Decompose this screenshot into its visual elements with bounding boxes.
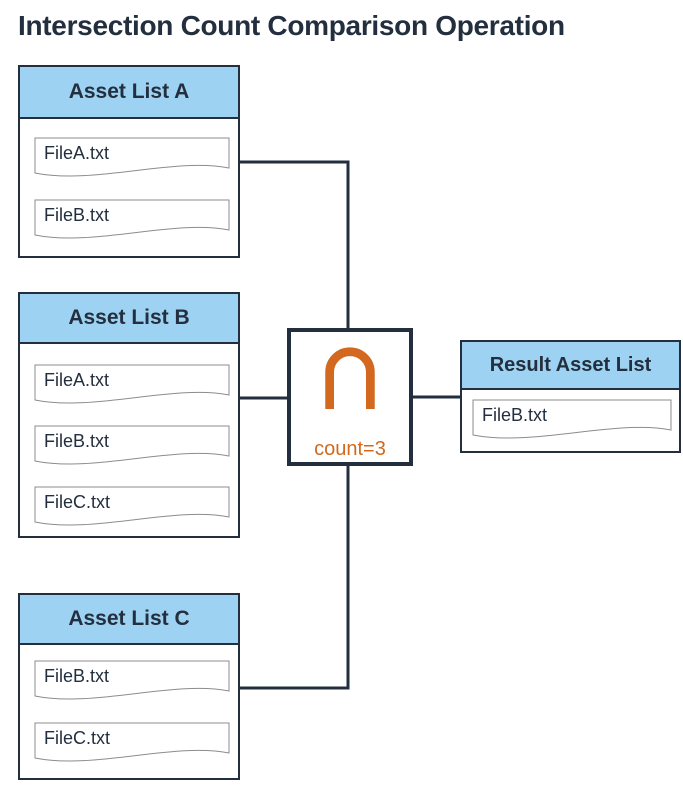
asset-list-b-title: Asset List B — [68, 306, 190, 329]
result-asset-list-body: FileB.txt — [462, 390, 679, 444]
connector-list-a-to-operator — [240, 160, 350, 330]
document-shape-icon — [34, 137, 230, 177]
document-shape-icon — [34, 486, 230, 526]
document-shape-icon — [34, 364, 230, 404]
result-asset-list-box: Result Asset List FileB.txt — [460, 340, 681, 453]
file-name: FileA.txt — [44, 370, 110, 390]
file-item: FileC.txt — [34, 722, 230, 767]
file-item: FileB.txt — [34, 199, 230, 244]
asset-list-c-header: Asset List C — [20, 595, 238, 645]
file-name: FileC.txt — [44, 728, 111, 748]
asset-list-b-box: Asset List B FileA.txt FileB.txt FileC.t… — [18, 292, 240, 538]
file-name: FileC.txt — [44, 492, 111, 512]
result-asset-list-title: Result Asset List — [489, 353, 652, 376]
connector-list-c-to-operator — [240, 464, 350, 690]
asset-list-a-box: Asset List A FileA.txt FileB.txt — [18, 65, 240, 258]
file-item: FileB.txt — [34, 660, 230, 705]
file-name: FileB.txt — [44, 431, 110, 451]
file-name: FileB.txt — [44, 666, 110, 686]
document-shape-icon — [472, 399, 672, 439]
file-item: FileB.txt — [34, 425, 230, 470]
asset-list-b-body: FileA.txt FileB.txt FileC.txt — [20, 344, 238, 531]
file-name: FileB.txt — [482, 405, 548, 425]
intersection-icon — [325, 347, 375, 409]
asset-list-a-title: Asset List A — [68, 80, 190, 103]
asset-list-c-title: Asset List C — [68, 607, 190, 630]
file-item: FileB.txt — [472, 399, 672, 444]
file-item: FileA.txt — [34, 137, 230, 182]
result-asset-list-header: Result Asset List — [462, 342, 679, 390]
page-title: Intersection Count Comparison Operation — [18, 10, 565, 41]
document-shape-icon — [34, 660, 230, 700]
asset-list-a-body: FileA.txt FileB.txt — [20, 119, 238, 244]
count-label: count=3 — [314, 438, 386, 460]
intersection-operator-box: count=3 — [287, 328, 413, 466]
asset-list-c-box: Asset List C FileB.txt FileC.txt — [18, 593, 240, 780]
file-item: FileA.txt — [34, 364, 230, 409]
document-shape-icon — [34, 425, 230, 465]
document-shape-icon — [34, 199, 230, 239]
file-item: FileC.txt — [34, 486, 230, 531]
asset-list-c-body: FileB.txt FileC.txt — [20, 645, 238, 767]
document-shape-icon — [34, 722, 230, 762]
file-name: FileB.txt — [44, 205, 110, 225]
asset-list-b-header: Asset List B — [20, 294, 238, 344]
file-name: FileA.txt — [44, 143, 110, 163]
asset-list-a-header: Asset List A — [20, 67, 238, 119]
